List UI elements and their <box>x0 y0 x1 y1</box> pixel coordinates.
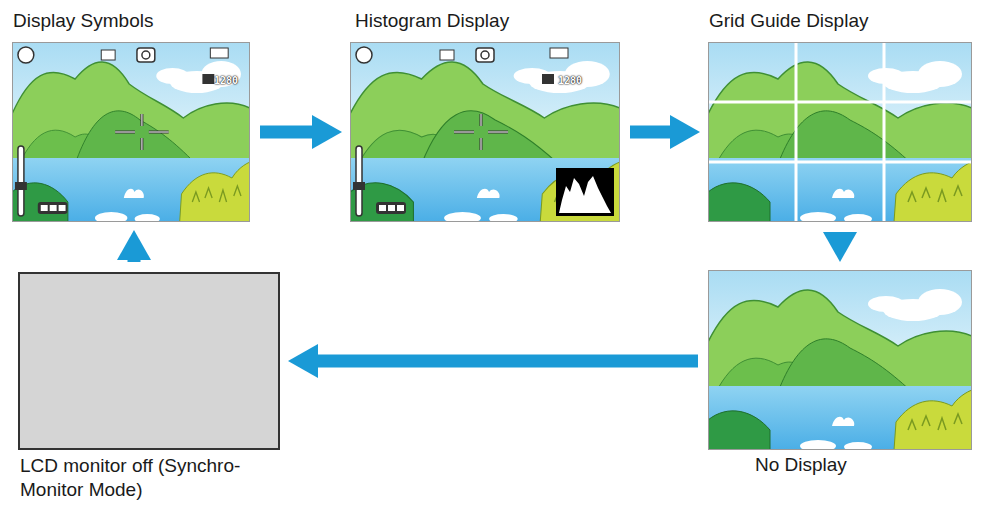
display-screen: Histogram Display <box>350 42 620 222</box>
flow-arrow <box>128 258 141 262</box>
flow-arrow <box>834 232 847 234</box>
display-screen: LCD monitor off (Synchro-Monitor Mode) <box>18 272 280 450</box>
screen-title: Histogram Display <box>355 9 509 33</box>
flow-arrow <box>630 126 672 139</box>
resolution-label: 1280 <box>558 75 582 87</box>
screen-title: No Display <box>755 453 847 477</box>
screen-title: LCD monitor off (Synchro-Monitor Mode) <box>20 454 255 502</box>
flow-arrow <box>316 355 698 368</box>
flow-arrow <box>260 126 314 139</box>
screen-title: Grid Guide Display <box>709 9 868 33</box>
screen-title: Display Symbols <box>13 9 153 33</box>
display-screen: Display Symbols <box>12 42 250 222</box>
display-screen: Grid Guide Display <box>708 42 972 222</box>
resolution-label: 1280 <box>214 75 238 87</box>
display-screen: No Display <box>708 270 972 450</box>
